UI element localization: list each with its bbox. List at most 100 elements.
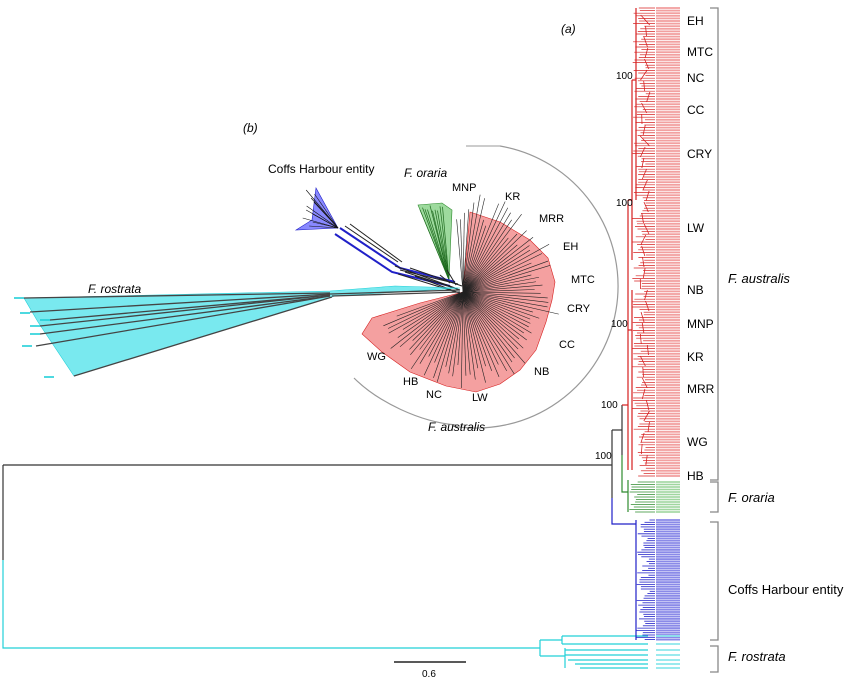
- tree-branch: [448, 291, 464, 374]
- tip-label-block: [656, 144, 680, 147]
- bracket-oraria: [710, 481, 719, 513]
- tip-label-block: [656, 168, 680, 171]
- tree-branch: [427, 209, 450, 281]
- a-pop-CC: CC: [687, 103, 705, 117]
- tip-label-block: [656, 209, 680, 212]
- tip-label-block: [656, 481, 680, 483]
- tip-label-block: [656, 462, 680, 464]
- b-pop-MTC: MTC: [571, 274, 595, 286]
- tip-label-block: [656, 501, 680, 503]
- tip-label-block: [656, 207, 680, 210]
- tip-label-block: [656, 588, 680, 590]
- a-pop-NC: NC: [687, 71, 705, 85]
- tip-label-block: [656, 376, 680, 379]
- tip-label-block: [656, 108, 680, 111]
- clade-brackets: [710, 7, 719, 673]
- tree-branch: [640, 443, 643, 455]
- tip-label-block: [656, 649, 680, 651]
- tip-label-block: [656, 381, 680, 384]
- tip-label-block: [656, 597, 680, 600]
- tip-label-block: [656, 560, 680, 563]
- tree-branch: [462, 253, 543, 293]
- tree-branch: [645, 300, 650, 312]
- tip-label-block: [656, 181, 680, 184]
- tip-label-block: [656, 9, 680, 12]
- tip-label-block: [656, 230, 680, 233]
- tip-label-block: [656, 535, 680, 537]
- tip-label-block: [656, 72, 680, 74]
- tip-label-block: [656, 282, 680, 285]
- tip-label-block: [30, 325, 40, 327]
- tip-label-block: [656, 178, 680, 181]
- tip-label-block: [656, 131, 680, 134]
- tree-branch: [645, 399, 650, 411]
- tip-label-block: [656, 542, 680, 544]
- tip-label-block: [656, 61, 680, 64]
- tree-branch: [423, 291, 464, 376]
- tree-branch: [462, 291, 529, 328]
- tip-label-block: [656, 256, 680, 259]
- tip-label-block: [656, 199, 680, 202]
- tree-branch: [642, 124, 646, 136]
- panel-b-network: (b) Coffs Harbour entity F. oraria F. ro…: [14, 121, 619, 434]
- tree-branch: [645, 454, 648, 466]
- coffs-branch-2: [334, 233, 451, 287]
- tip-label-block: [656, 251, 680, 254]
- tip-label-block: [40, 319, 50, 321]
- a-pop-HB: HB: [687, 469, 704, 483]
- tree-branch: [462, 214, 522, 293]
- tip-label-block: [656, 378, 680, 381]
- a-pop-NB: NB: [687, 283, 704, 297]
- tree-branch: [640, 69, 648, 81]
- tip-label-block: [656, 565, 680, 567]
- tip-label-block: [656, 488, 680, 491]
- tip-label-block: [44, 376, 54, 378]
- tip-label-block: [656, 38, 680, 41]
- tip-label-block: [656, 118, 680, 121]
- tip-label-block: [656, 574, 680, 577]
- tip-label-block: [656, 212, 680, 215]
- b-pop-KR: KR: [505, 191, 520, 203]
- panel-b-rostrata-label: F. rostrata: [88, 282, 141, 296]
- tip-label-block: [656, 98, 680, 100]
- tree-branch: [388, 291, 464, 329]
- panel-a-tree: 100 100 100 100 100 (a) EH MTC NC CC CRY…: [2, 7, 844, 673]
- tree-branch: [462, 244, 518, 293]
- tree-branch: [436, 291, 464, 382]
- b-pop-NC: NC: [426, 389, 442, 401]
- tip-label-block: [656, 85, 680, 87]
- tip-label-block: [656, 319, 680, 321]
- tree-branch: [462, 291, 519, 350]
- tip-label-block: [656, 659, 680, 661]
- tip-label-block: [656, 95, 680, 98]
- tree-branch: [462, 201, 506, 293]
- tip-label-block: [656, 436, 680, 438]
- tip-label-block: [656, 397, 680, 399]
- tip-label-block: [656, 572, 680, 574]
- tip-label-block: [656, 624, 680, 627]
- tip-label-block: [656, 384, 680, 386]
- tip-label-block: [656, 274, 680, 277]
- tree-branch: [462, 289, 535, 293]
- tree-branch: [641, 212, 644, 224]
- tree-branch: [412, 291, 464, 341]
- tip-label-block: [656, 663, 680, 665]
- a-pop-WG: WG: [687, 435, 708, 449]
- tip-label-block: [656, 233, 680, 236]
- tip-label-block: [656, 30, 680, 33]
- tip-label-block: [656, 386, 680, 389]
- tree-branch: [642, 256, 645, 268]
- bracket-coffs: [710, 521, 719, 641]
- tip-label-block: [656, 618, 680, 620]
- tree-branch: [456, 219, 464, 293]
- tree-branch: [462, 291, 541, 294]
- tree-branch: [462, 262, 532, 293]
- tip-label-block: [656, 306, 680, 308]
- tip-label-block: [656, 667, 680, 669]
- tree-branch: [462, 225, 487, 293]
- tree-branch: [642, 267, 646, 279]
- tip-label-block: [22, 345, 32, 347]
- tree-branch: [424, 209, 450, 281]
- tip-label-block: [656, 352, 680, 355]
- tree-branch: [462, 291, 548, 299]
